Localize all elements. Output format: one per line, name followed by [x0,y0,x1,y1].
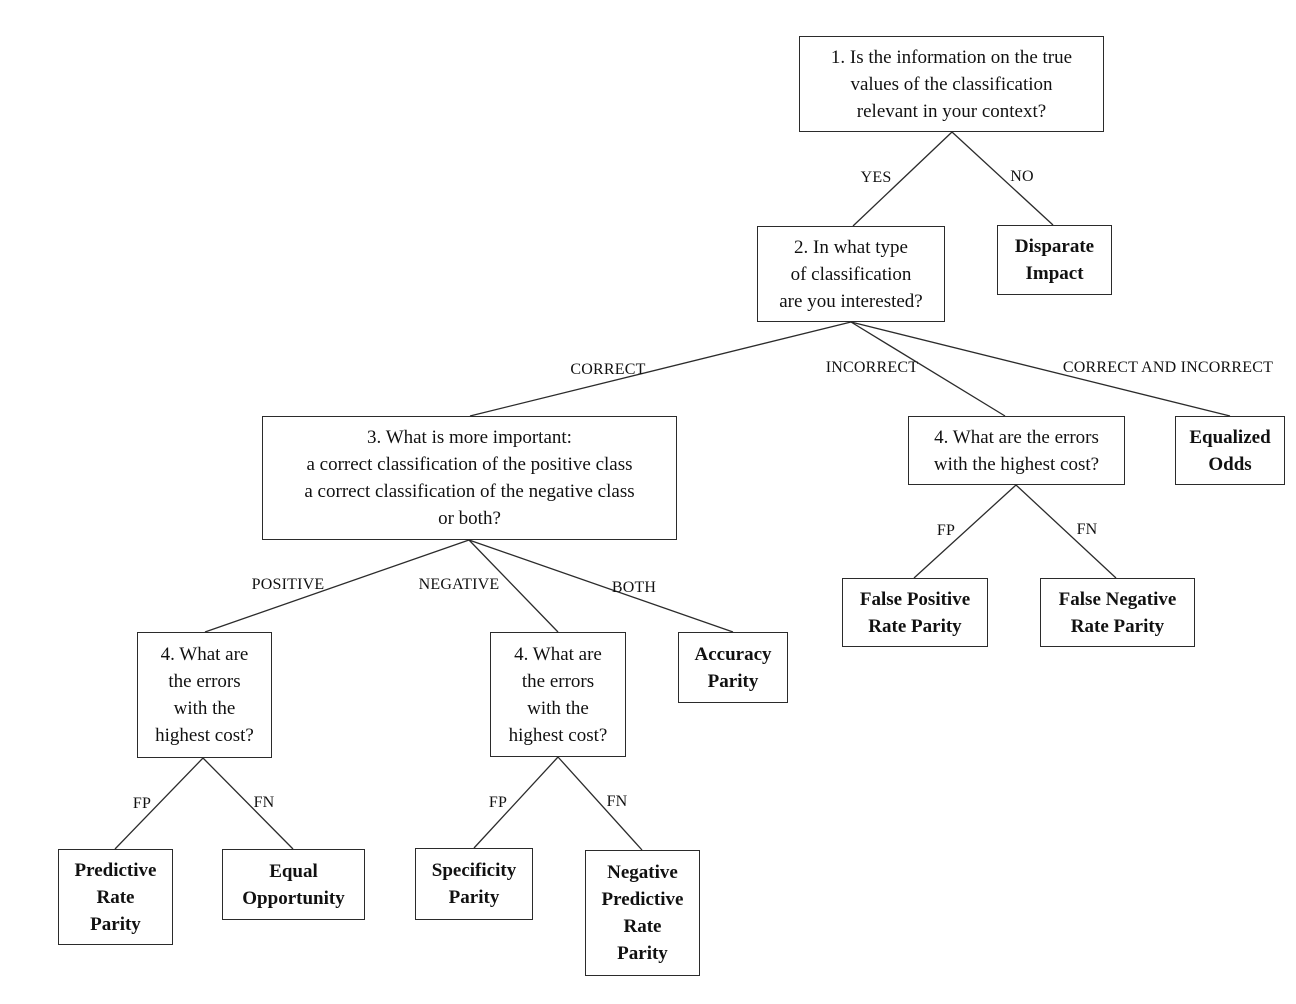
edge-label-negative: NEGATIVE [418,576,500,593]
connector-q1-q2 [852,131,953,227]
edge-label-both: BOTH [611,579,657,596]
leaf-accuracy-parity: Accuracy Parity [678,632,788,703]
connector-q3-accuracy-parity [468,539,734,633]
connector-q4middle-negative-predictive-rate-parity [557,756,643,851]
edge-label-incorrect: INCORRECT [825,359,919,376]
node-question-4-errors-highest-cost-left: 4. What are the errors with the highest … [137,632,272,758]
connector-q2-equalized-odds [850,321,1231,417]
edge-label-fp-right: FP [936,522,956,539]
leaf-disparate-impact: Disparate Impact [997,225,1112,295]
leaf-predictive-rate-parity: Predictive Rate Parity [58,849,173,945]
node-question-3-what-is-more-important: 3. What is more important: a correct cla… [262,416,677,540]
connector-q2-q4right [850,321,1006,417]
leaf-specificity-parity: Specificity Parity [415,848,533,920]
connector-q4middle-specificity-parity [473,756,559,849]
leaf-false-positive-rate-parity: False Positive Rate Parity [842,578,988,647]
connector-q3-q4left [204,539,470,633]
node-question-1-true-values-relevant: 1. Is the information on the true values… [799,36,1104,132]
node-question-4-errors-highest-cost-middle: 4. What are the errors with the highest … [490,632,626,757]
edge-label-fn-left: FN [253,794,275,811]
edge-label-fp-left: FP [132,795,152,812]
edge-label-fn-right: FN [1076,521,1098,538]
edge-label-fp-middle: FP [488,794,508,811]
connector-q2-q3 [469,321,852,417]
node-question-2-classification-type: 2. In what type of classification are yo… [757,226,945,322]
connector-q4left-equal-opportunity [202,757,294,850]
edge-label-fn-middle: FN [606,793,628,810]
edge-label-correct-and-incorrect: CORRECT AND INCORRECT [1062,359,1274,376]
edge-label-no: NO [1010,168,1034,185]
edge-label-positive: POSITIVE [251,576,325,593]
leaf-equalized-odds: Equalized Odds [1175,416,1285,485]
edge-label-yes: YES [860,169,892,186]
connector-q4left-predictive-rate-parity [114,757,204,850]
node-question-4-errors-highest-cost-right: 4. What are the errors with the highest … [908,416,1125,485]
leaf-false-negative-rate-parity: False Negative Rate Parity [1040,578,1195,647]
connector-q4right-false-positive-rate-parity [913,484,1017,579]
connector-q4right-false-negative-rate-parity [1015,484,1117,579]
leaf-negative-predictive-rate-parity: Negative Predictive Rate Parity [585,850,700,976]
connector-q3-q4middle [468,539,559,633]
leaf-equal-opportunity: Equal Opportunity [222,849,365,920]
connector-q1-disparate-impact [951,131,1054,226]
edge-label-correct: CORRECT [570,361,646,378]
